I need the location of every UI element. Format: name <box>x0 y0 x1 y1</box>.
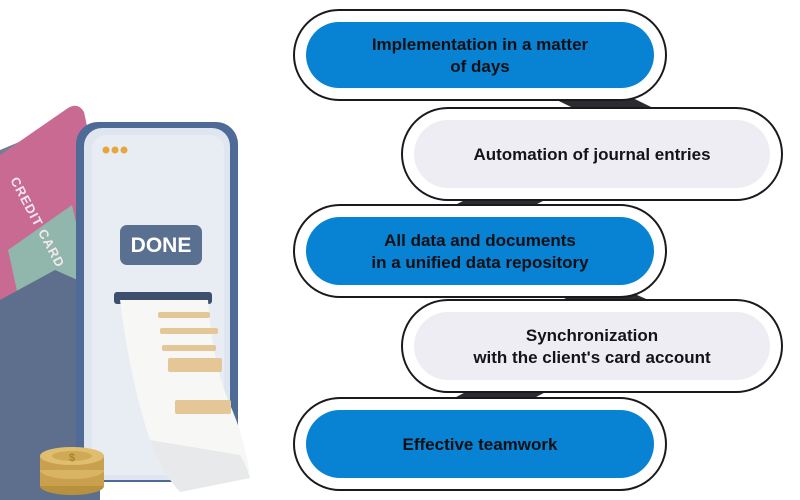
step-text-line: of days <box>450 57 510 76</box>
step-text-line: Effective teamwork <box>403 435 558 454</box>
step-text-line: All data and documents <box>384 231 576 250</box>
step-text-line: with the client's card account <box>472 348 711 367</box>
step-3: All data and documents in a unified data … <box>293 204 667 298</box>
blue-folder <box>0 270 100 500</box>
step-pill <box>414 312 770 380</box>
coin-dollar-icon: $ <box>69 452 75 464</box>
phone-dot-icon <box>102 146 110 154</box>
step-text-line: Implementation in a matter <box>372 35 589 54</box>
coins-stack: $ <box>40 447 104 495</box>
step-5: Effective teamwork <box>293 397 667 491</box>
receipt <box>120 300 250 492</box>
phone-dot-icon <box>120 146 128 154</box>
step-text-line: in a unified data repository <box>371 253 589 272</box>
done-badge <box>120 225 202 265</box>
step-pill <box>306 22 654 88</box>
payment-illustration: CREDIT CARD DONE <box>0 105 250 500</box>
step-4: Synchronization with the client's card ac… <box>401 299 783 393</box>
done-label: DONE <box>131 234 192 257</box>
step-1: Implementation in a matter of days <box>293 9 667 101</box>
step-2: Automation of journal entries <box>401 107 783 201</box>
phone-dot-icon <box>111 146 119 154</box>
step-text-line: Automation of journal entries <box>473 145 710 164</box>
step-pill <box>306 217 654 285</box>
step-text-line: Synchronization <box>526 326 658 345</box>
step-pill <box>414 120 770 188</box>
step-pill <box>306 410 654 478</box>
